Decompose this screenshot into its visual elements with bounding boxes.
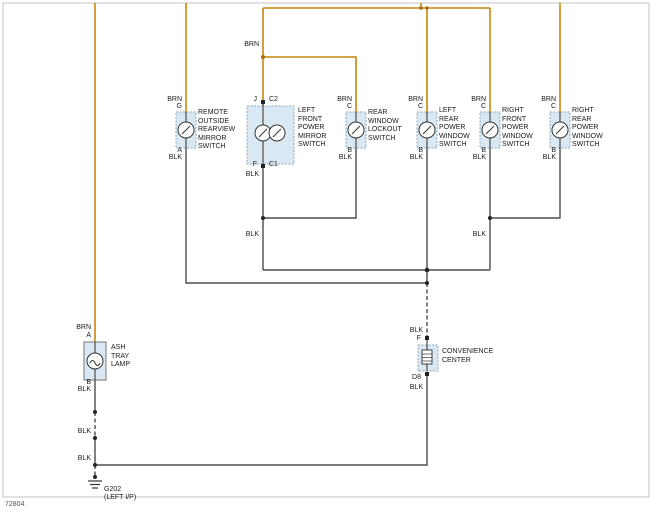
component-name-rear-window-lockout: REAR WINDOW LOCKOUT SWITCH	[368, 109, 402, 142]
brn-junction-dots	[261, 6, 429, 59]
junction-dot	[93, 463, 97, 467]
junction-dot	[419, 6, 423, 10]
wire-label-brn-ashtray: BRN	[76, 324, 91, 331]
terminal-convenience-bottom: D8	[412, 374, 421, 381]
wire-label-brn-sw3: BRN	[337, 96, 352, 103]
junction-dot	[425, 281, 429, 285]
terminal-sw1-bottom: A	[177, 147, 182, 154]
junction-dot	[425, 6, 429, 10]
terminal-sw4-top: C	[417, 103, 423, 110]
component-name-rf-window-switch: RIGHT FRONT POWER WINDOW SWITCH	[502, 107, 533, 148]
convenience-element-stripes	[422, 353, 432, 362]
terminal-sw1-top: G	[176, 103, 182, 110]
junction-dot	[261, 216, 265, 220]
wire-label-brn-sw2: BRN	[244, 41, 259, 48]
wire-label-blk-sw5: BLK	[472, 154, 486, 161]
wire-label-blk-sw6: BLK	[542, 154, 556, 161]
wire-blk-convenience-gnd	[95, 376, 428, 466]
junction-dot	[93, 475, 97, 479]
blk-wires	[94, 148, 561, 477]
terminal-sw2-bottom: F	[252, 161, 257, 168]
wire-label-blk-mid-left: BLK	[245, 231, 259, 238]
junction-dot	[93, 410, 97, 414]
lf-power-mirror-switch-symbol	[246, 100, 295, 168]
connector-mark-c2	[261, 100, 265, 104]
lamp-circle	[86, 352, 104, 370]
connector-mark-f	[425, 336, 429, 340]
ash-tray-lamp-symbol	[83, 341, 107, 381]
wire-blk-remote-mirror-gnd	[185, 148, 427, 284]
component-name-ash-tray-lamp: ASH TRAY LAMP	[111, 344, 131, 368]
component-name-lr-window-switch: LEFT REAR POWER WINDOW SWITCH	[439, 107, 470, 148]
wire-label-blk-ashtray: BLK	[77, 386, 91, 393]
terminal-sw2-top: J	[253, 96, 258, 103]
component-name-lf-power-mirror-switch: LEFT FRONT POWER MIRROR SWITCH	[298, 107, 327, 148]
wire-label-blk-sw1: BLK	[168, 154, 182, 161]
junction-dot	[93, 436, 97, 440]
remote-mirror-switch-symbol	[175, 111, 197, 149]
terminal-sw6-bottom: B	[551, 147, 556, 154]
switch-lever	[555, 125, 565, 135]
lr-power-window-switch-symbol	[416, 111, 438, 149]
wire-brn-lockout-feed	[263, 56, 357, 112]
ground-symbol	[88, 480, 102, 489]
ground-id: G202	[104, 486, 122, 493]
wire-label-brn-sw6: BRN	[541, 96, 556, 103]
wire-label-blk-sw3: BLK	[338, 154, 352, 161]
lamp-filament	[89, 360, 101, 366]
blk-junction-dots	[93, 216, 492, 479]
wire-blk-lockout-gnd	[263, 148, 357, 219]
wire-label-brn-sw4: BRN	[408, 96, 423, 103]
wire-label-blk-sw4: BLK	[409, 154, 423, 161]
terminal-sw3-top: C	[346, 103, 352, 110]
rear-window-lockout-switch-symbol	[345, 111, 367, 149]
switch-lever	[351, 125, 361, 135]
wire-label-brn-sw1: BRN	[167, 96, 182, 103]
junction-dot	[424, 267, 430, 273]
terminal-ashtray-bottom: B	[86, 379, 91, 386]
junction-dot	[488, 216, 492, 220]
connector-sw2-top: C2	[269, 96, 278, 103]
terminal-sw4-bottom: B	[418, 147, 423, 154]
component-name-rr-window-switch: RIGHT REAR POWER WINDOW SWITCH	[572, 107, 603, 148]
terminal-ashtray-top: A	[86, 332, 91, 339]
convenience-element	[421, 349, 433, 365]
connector-mark-c1	[261, 164, 265, 168]
wire-label-blk-conv-bottom: BLK	[409, 384, 423, 391]
wire-label-brn-sw5: BRN	[471, 96, 486, 103]
wire-label-blk-conv-top: BLK	[409, 327, 423, 334]
rf-power-window-switch-symbol	[479, 111, 501, 149]
sheet-number: 72804	[5, 501, 25, 508]
switch-lever	[272, 128, 282, 138]
terminal-sw5-top: C	[480, 103, 486, 110]
terminal-sw5-bottom: B	[481, 147, 486, 154]
wire-label-blk-sw2: BLK	[245, 171, 259, 178]
terminal-convenience-top: F	[416, 335, 421, 342]
page-frame	[2, 2, 650, 498]
component-name-remote-mirror-switch: REMOTE OUTSIDE REARVIEW MIRROR SWITCH	[198, 109, 236, 150]
wire-label-blk-ashtray-low: BLK	[77, 428, 91, 435]
switch-lever	[258, 128, 268, 138]
connector-mark-d8	[425, 372, 429, 376]
wire-label-blk-mid-right: BLK	[472, 231, 486, 238]
switch-lever	[422, 125, 432, 135]
switch-lever	[485, 125, 495, 135]
junction-dot	[261, 55, 265, 59]
rr-power-window-switch-symbol	[549, 111, 571, 149]
connector-sw2-bottom: C1	[269, 161, 278, 168]
component-name-convenience-center: CONVENIENCE CENTER	[442, 348, 494, 364]
ground-location: (LEFT I/P)	[104, 494, 137, 501]
wire-label-blk-ground: BLK	[77, 455, 91, 462]
terminal-sw3-bottom: B	[347, 147, 352, 154]
terminal-sw6-top: C	[550, 103, 556, 110]
wire-blk-rr-window-gnd	[490, 148, 561, 219]
switch-lever	[181, 125, 191, 135]
convenience-center-symbol	[417, 336, 439, 376]
